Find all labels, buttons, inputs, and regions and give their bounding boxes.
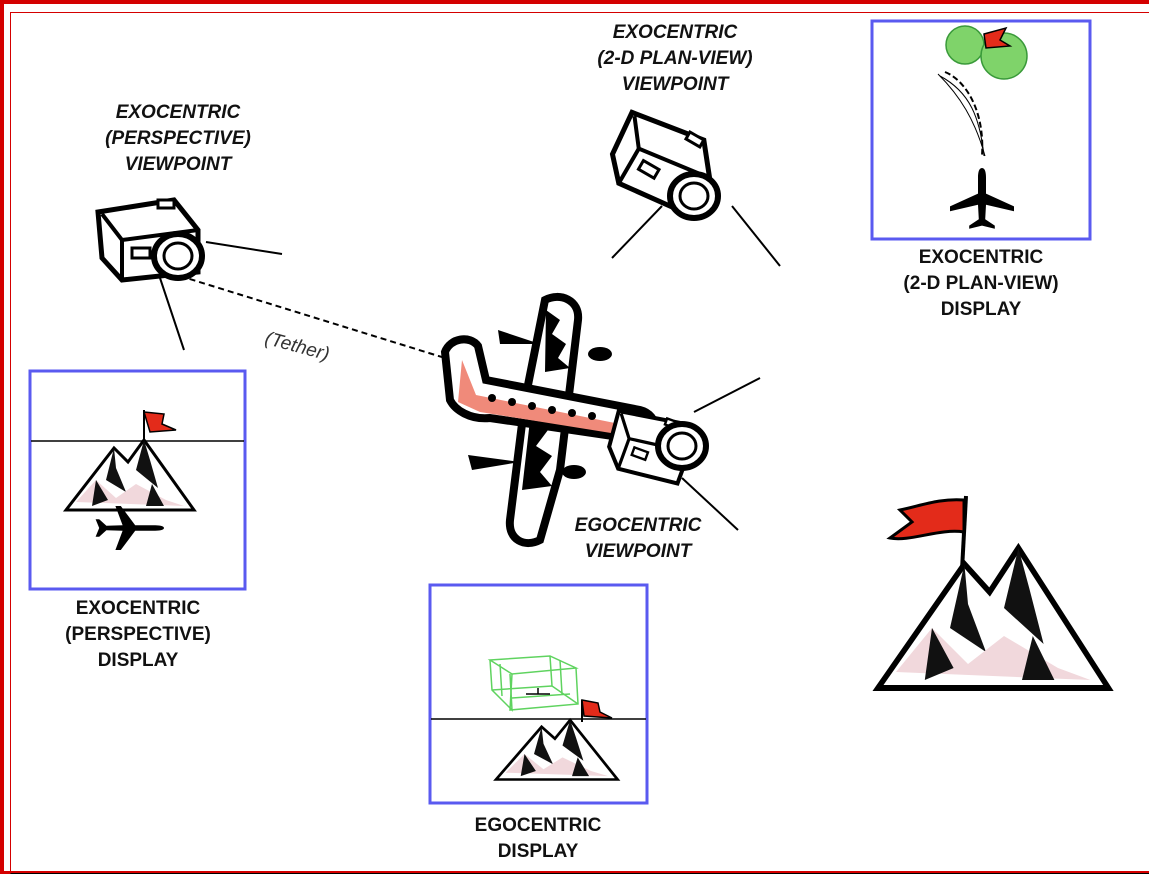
view-ray — [159, 277, 185, 351]
flag-icon — [142, 411, 177, 433]
pathway-wireframe — [487, 655, 579, 712]
perspective-display — [28, 369, 247, 591]
view-ray — [681, 477, 739, 531]
flag-icon — [581, 699, 613, 719]
view-ray — [611, 205, 663, 259]
view-ray — [205, 241, 283, 255]
camera-icon — [98, 200, 202, 280]
camera-lens-icon — [658, 424, 706, 468]
flag-icon — [886, 498, 966, 541]
exo-plan-display-label: EXOCENTRIC (2-D PLAN-VIEW) DISPLAY — [903, 247, 1059, 320]
camera-lens-icon — [670, 174, 718, 218]
exo-perspective-viewpoint-label: EXOCENTRIC (PERSPECTIVE) VIEWPOINT — [105, 102, 251, 175]
view-ray — [731, 205, 781, 267]
mountain-icon — [878, 495, 1108, 688]
ego-display-label: EGOCENTRIC DISPLAY — [474, 815, 602, 862]
tether-line — [179, 275, 446, 359]
view-ray — [693, 377, 761, 413]
egocentric-display — [428, 583, 649, 805]
exo-plan-viewpoint-label: EXOCENTRIC (2-D PLAN-VIEW) VIEWPOINT — [597, 22, 753, 95]
plan-view-display — [870, 19, 1092, 241]
ego-viewpoint-label: EGOCENTRIC VIEWPOINT — [574, 515, 702, 562]
exo-perspective-display-label: EXOCENTRIC (PERSPECTIVE) DISPLAY — [65, 598, 211, 671]
flag-icon — [983, 26, 1013, 49]
